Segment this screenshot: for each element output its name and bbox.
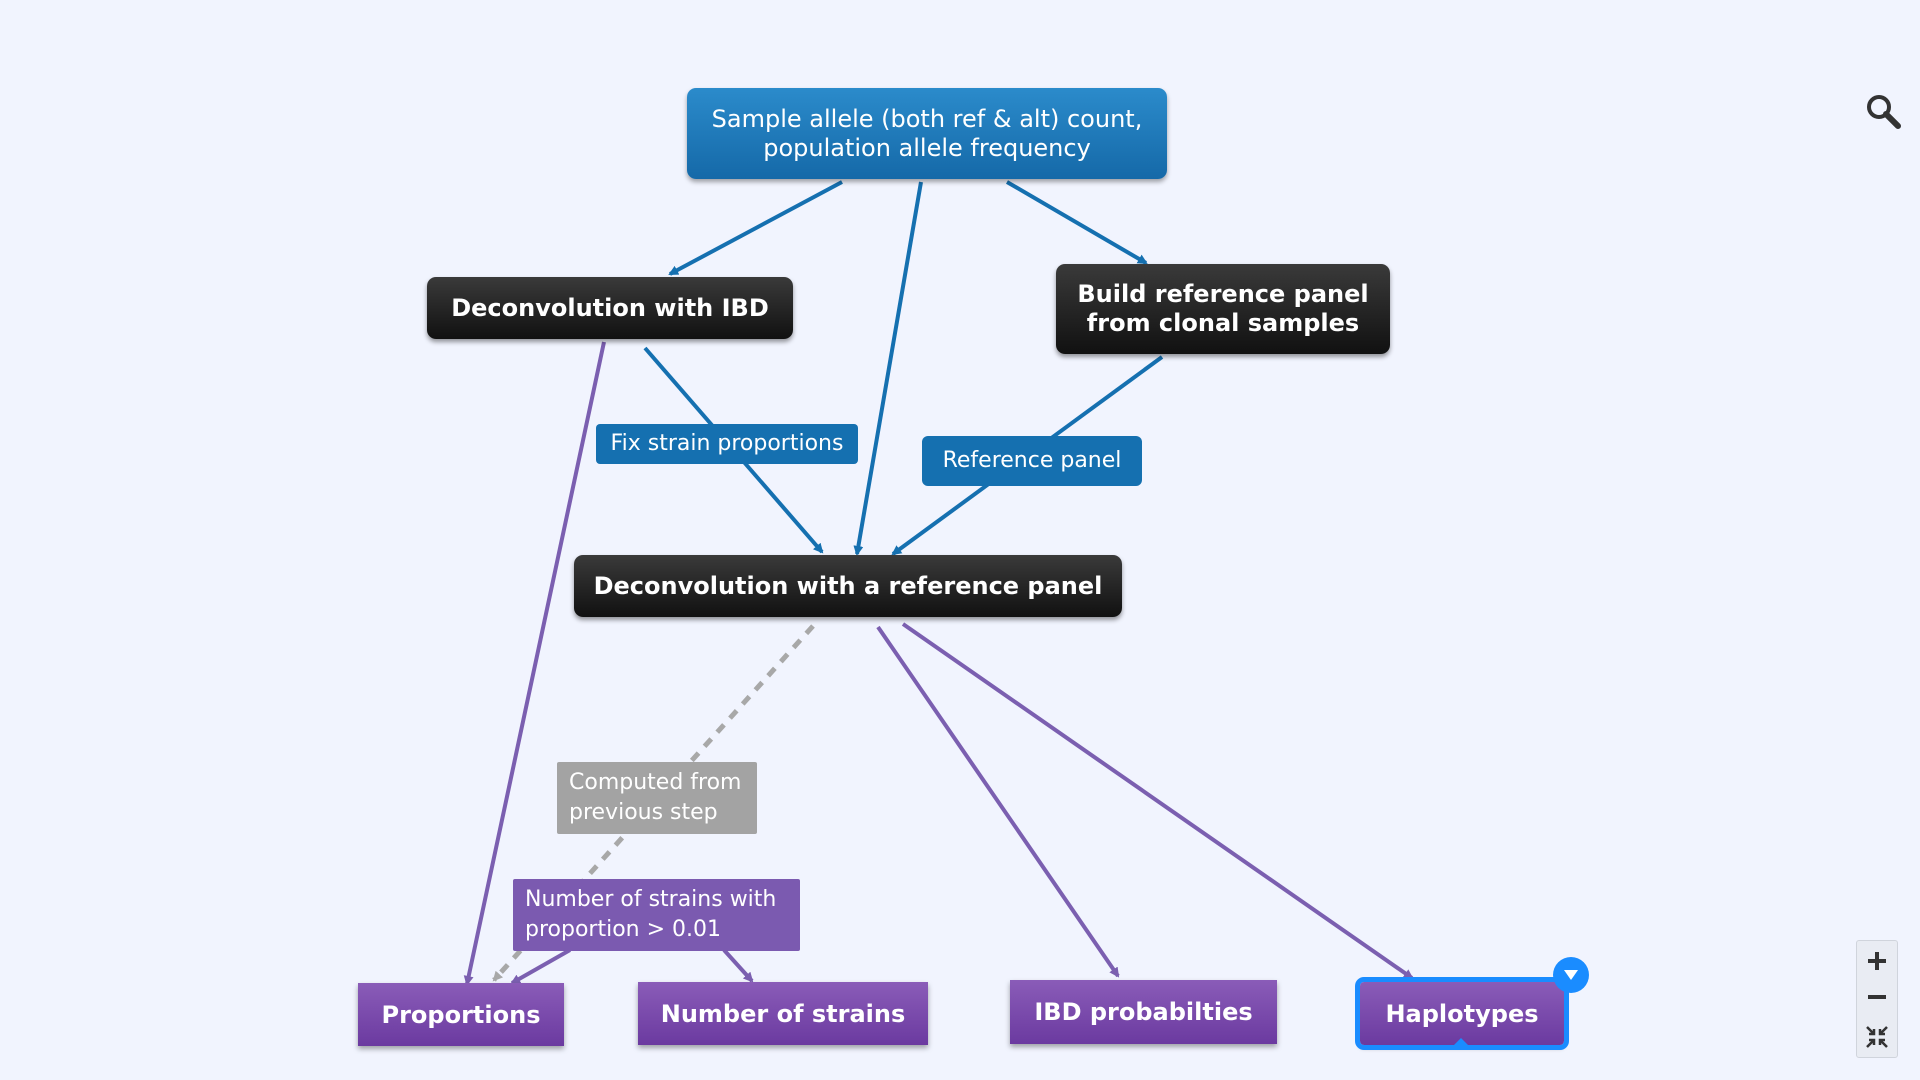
collapse-toggle-button[interactable] xyxy=(1553,957,1589,993)
edge-sample-to-refpanel[interactable] xyxy=(853,181,923,556)
edge-refpanel-to-proportions-dashed[interactable] xyxy=(492,624,815,982)
edge-sample-to-ibd[interactable] xyxy=(668,180,843,276)
zoom-in-button[interactable] xyxy=(1857,943,1897,979)
edge-label-line2: proportion > 0.01 xyxy=(525,917,722,942)
node-build-reference-panel[interactable]: Build reference panel from clonal sample… xyxy=(1056,264,1390,354)
edge-ibd-to-proportions[interactable] xyxy=(463,341,606,986)
edge-label-number-of-strains-with[interactable]: Number of strains with proportion > 0.01 xyxy=(513,879,800,951)
node-deconvolution-with-reference-panel[interactable]: Deconvolution with a reference panel xyxy=(574,555,1122,617)
node-sample-allele-count[interactable]: Sample allele (both ref & alt) count, po… xyxy=(687,88,1167,179)
edge-sample-to-build[interactable] xyxy=(1005,180,1148,265)
node-text-line2: population allele frequency xyxy=(763,133,1091,162)
node-number-of-strains[interactable]: Number of strains xyxy=(638,982,928,1045)
node-text: IBD probabilties xyxy=(1034,998,1253,1026)
node-deconvolution-with-ibd[interactable]: Deconvolution with IBD xyxy=(427,277,793,339)
node-ibd-probabilities[interactable]: IBD probabilties xyxy=(1010,980,1277,1044)
search-icon xyxy=(1867,95,1901,129)
selection-notch xyxy=(1451,1038,1471,1048)
node-text: Deconvolution with a reference panel xyxy=(593,571,1103,600)
node-text: Number of strains xyxy=(660,999,906,1028)
collapse-arrows-icon xyxy=(1866,1026,1888,1048)
node-text: Haplotypes xyxy=(1385,999,1539,1028)
node-text-line1: Sample allele (both ref & alt) count, xyxy=(711,104,1143,133)
edge-label-line1: Computed from xyxy=(569,770,742,795)
edge-label-text: Fix strain proportions xyxy=(610,431,844,456)
edge-label-line1: Number of strains with xyxy=(525,887,777,912)
edge-label-reference-panel[interactable]: Reference panel xyxy=(922,436,1142,486)
search-button[interactable] xyxy=(1864,92,1904,132)
plus-icon xyxy=(1868,952,1886,970)
edge-label-fix-strain-proportions[interactable]: Fix strain proportions xyxy=(596,424,858,464)
minus-icon xyxy=(1868,995,1886,999)
node-text-line2: from clonal samples xyxy=(1086,309,1360,337)
fit-to-screen-button[interactable] xyxy=(1857,1019,1897,1055)
node-text: Proportions xyxy=(381,1000,541,1029)
node-haplotypes[interactable]: Haplotypes xyxy=(1355,977,1569,1050)
node-text-line1: Build reference panel xyxy=(1077,280,1369,308)
edge-label-to-numstrains[interactable] xyxy=(722,948,754,983)
zoom-controls xyxy=(1856,940,1898,1058)
edge-label-to-proportions[interactable] xyxy=(510,948,571,985)
edge-refpanel-to-ibdprobs[interactable] xyxy=(876,625,1120,978)
edge-label-computed-from-previous-step[interactable]: Computed from previous step xyxy=(557,762,757,834)
edge-refpanel-to-haplotypes[interactable] xyxy=(901,622,1414,980)
triangle-down-icon xyxy=(1564,970,1578,980)
zoom-out-button[interactable] xyxy=(1857,979,1897,1015)
edge-label-line2: previous step xyxy=(569,800,718,825)
edge-label-text: Reference panel xyxy=(942,448,1122,473)
node-text: Deconvolution with IBD xyxy=(451,293,769,322)
node-proportions[interactable]: Proportions xyxy=(358,983,564,1046)
